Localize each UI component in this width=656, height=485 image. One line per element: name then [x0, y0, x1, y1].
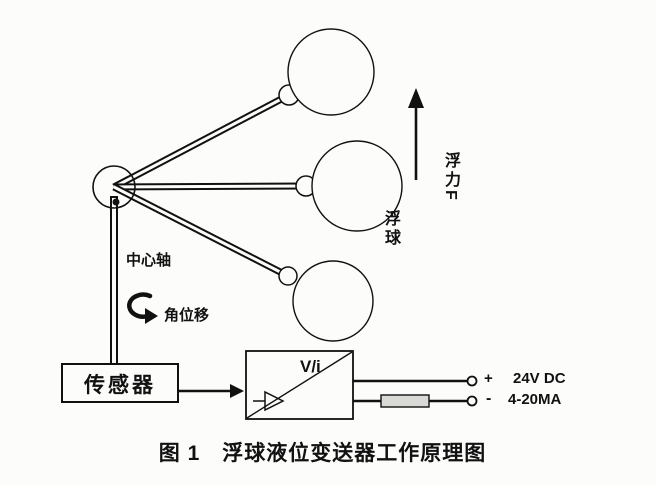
sensor-label: 传感器 [84, 374, 156, 397]
amplifier-icon [264, 390, 285, 412]
terminal-minus-circle [466, 395, 478, 407]
joint-bottom [278, 266, 298, 286]
arm-bottom [112, 183, 290, 280]
buoyancy-force-label: 浮力F [442, 152, 459, 203]
angular-displacement-label: 角位移 [164, 307, 210, 324]
vi-converter-box [245, 350, 354, 420]
buoyancy-arrow-icon [408, 88, 424, 180]
float-ball-top [287, 28, 375, 116]
terminal-minus-sign: - [486, 390, 492, 407]
pivot-hub [112, 198, 120, 206]
figure-caption: 图 1 浮球液位变送器工作原理图 [158, 442, 487, 465]
terminal-plus-circle [466, 375, 478, 387]
signal-arrow-icon [178, 384, 244, 398]
central-axis-label: 中心轴 [126, 252, 172, 269]
arm-top [112, 91, 291, 191]
float-ball-label: 浮球 [382, 210, 399, 248]
arm-middle [113, 182, 307, 191]
terminal-plus-value: 24V DC [513, 370, 566, 387]
sensor-box [61, 363, 179, 403]
terminal-plus-sign: + [484, 370, 493, 387]
float-ball-bottom [292, 260, 374, 342]
pivot-circle [92, 165, 136, 209]
angular-displacement-arrow-icon [127, 292, 158, 324]
inline-component [380, 394, 430, 408]
vi-converter-label: V/i [300, 357, 321, 376]
terminal-minus-value: 4-20MA [508, 391, 562, 408]
float-ball-middle [311, 140, 403, 232]
